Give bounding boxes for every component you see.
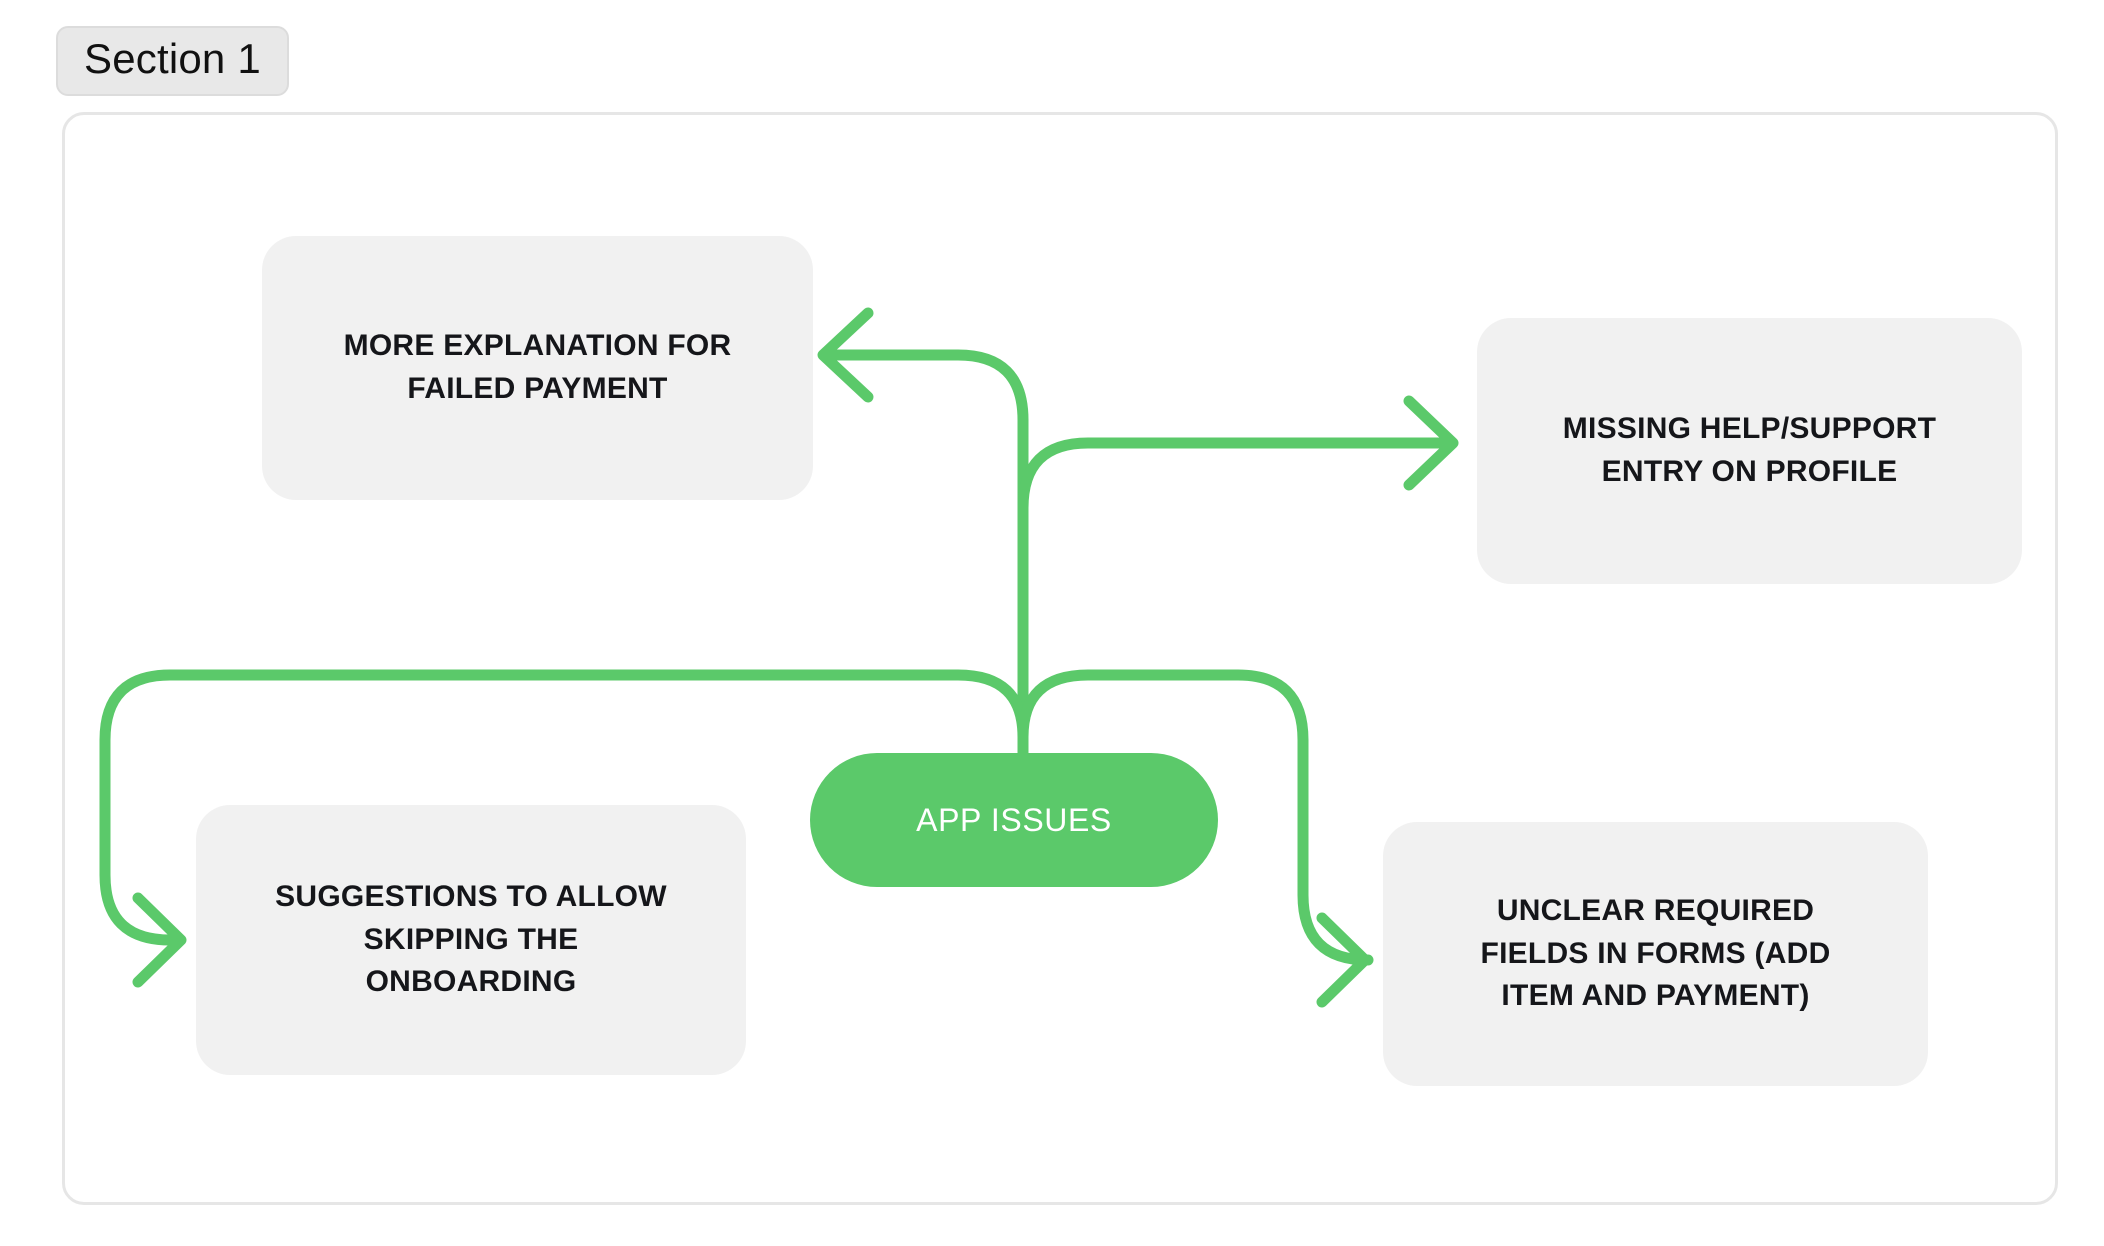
node-app-issues-label: APP ISSUES [916, 801, 1112, 838]
section-badge: Section 1 [56, 26, 289, 96]
node-missing-help[interactable]: MISSING HELP/SUPPORT ENTRY ON PROFILE [1477, 318, 2022, 584]
node-app-issues[interactable]: APP ISSUES [810, 753, 1218, 887]
node-more-explanation-label: MORE EXPLANATION FOR FAILED PAYMENT [343, 329, 732, 405]
node-more-explanation[interactable]: MORE EXPLANATION FOR FAILED PAYMENT [262, 236, 813, 500]
node-suggestions[interactable]: SUGGESTIONS TO ALLOW SKIPPING THE ONBOAR… [196, 805, 746, 1075]
node-unclear-fields[interactable]: UNCLEAR REQUIRED FIELDS IN FORMS (ADD IT… [1383, 822, 1928, 1086]
node-missing-help-label: MISSING HELP/SUPPORT ENTRY ON PROFILE [1562, 412, 1937, 488]
node-suggestions-label: SUGGESTIONS TO ALLOW SKIPPING THE ONBOAR… [275, 880, 667, 999]
node-unclear-fields-label: UNCLEAR REQUIRED FIELDS IN FORMS (ADD IT… [1480, 894, 1831, 1013]
